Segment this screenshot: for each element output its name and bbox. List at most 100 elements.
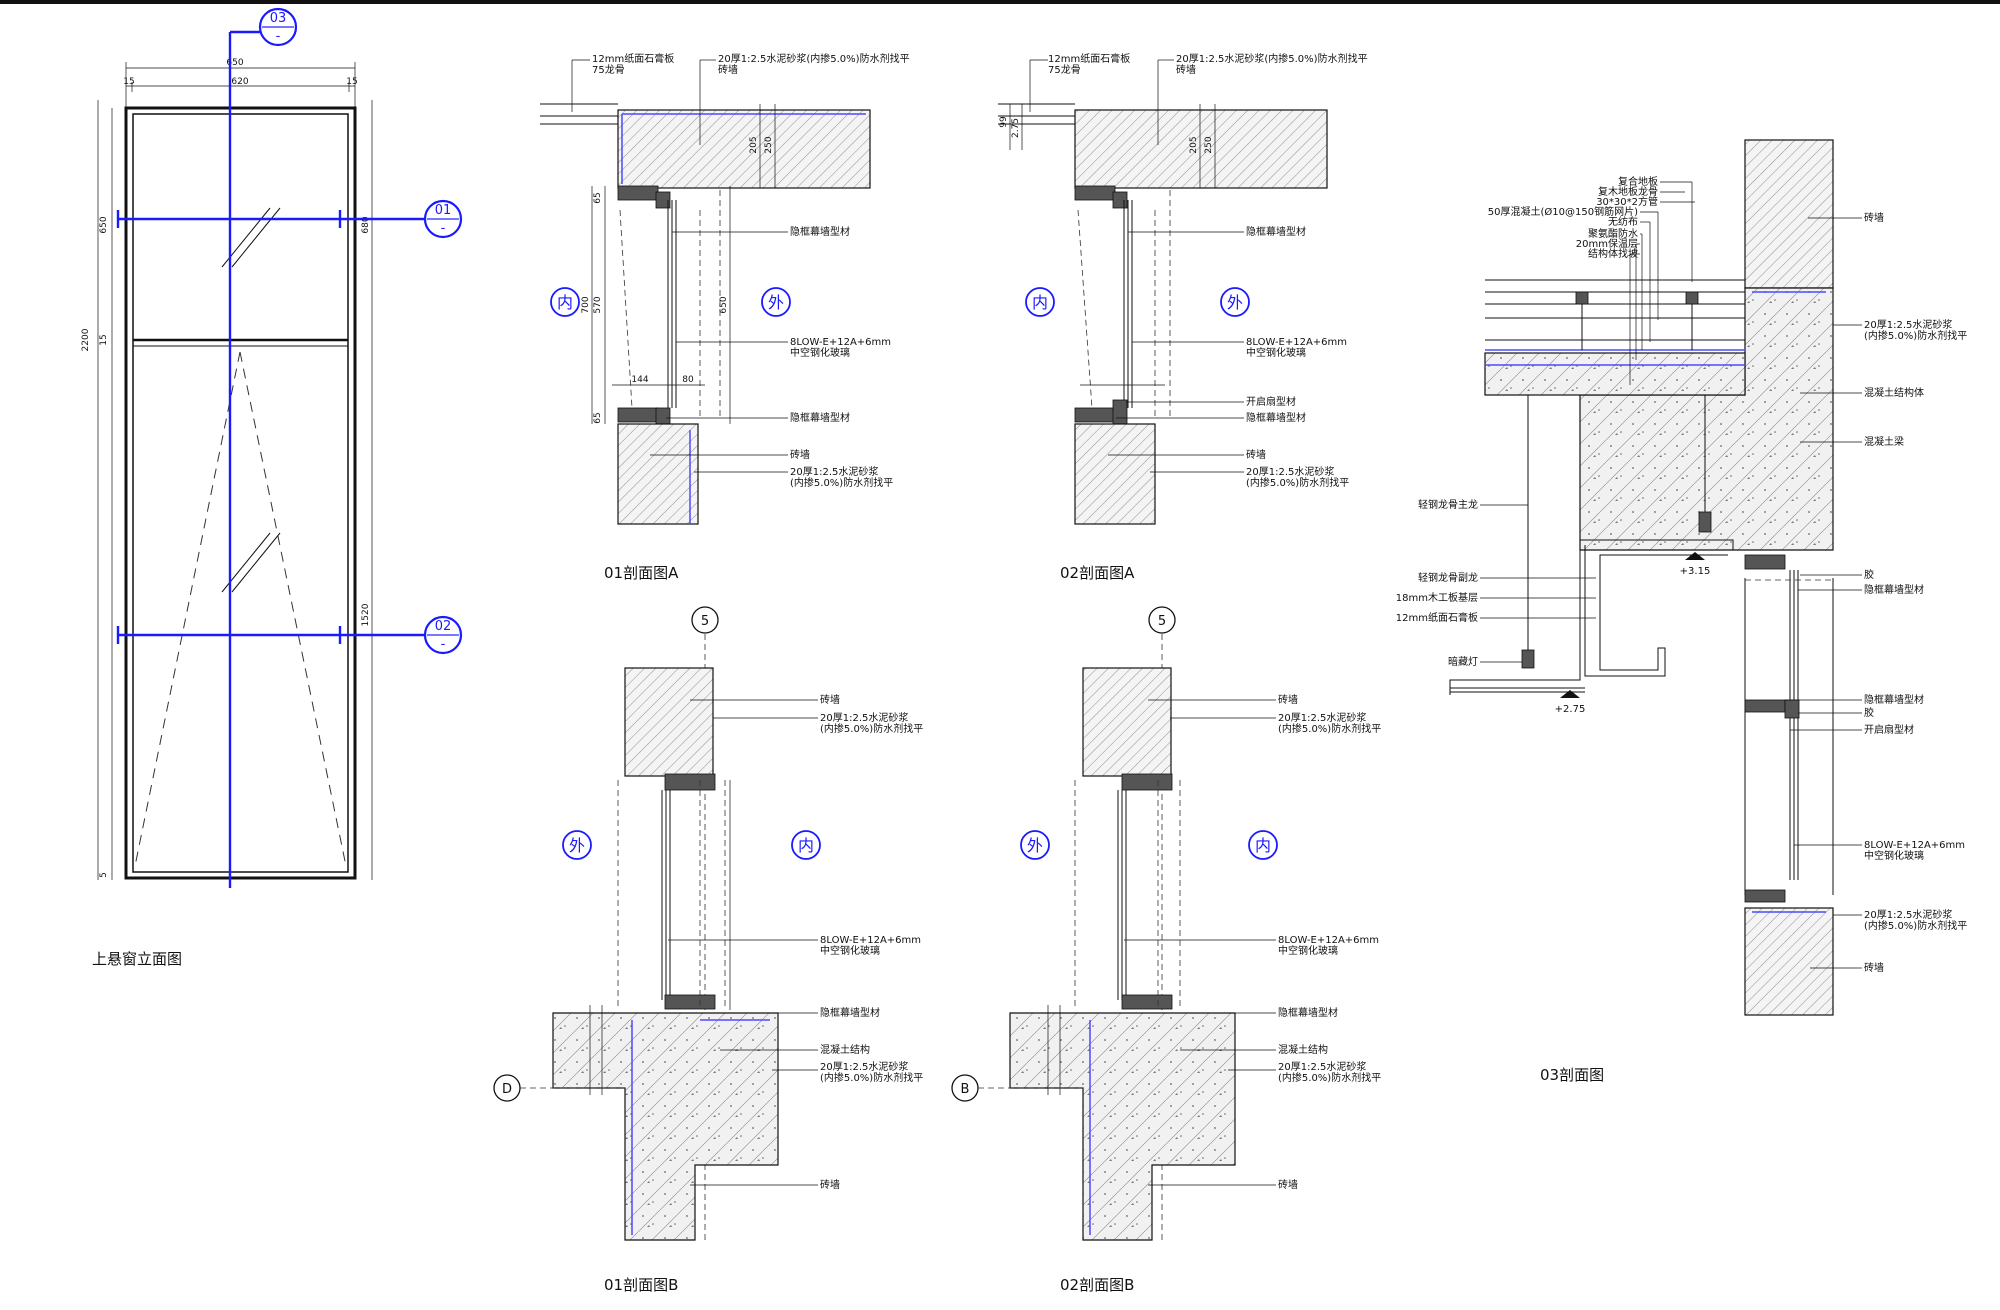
s03-label-glass: 8LOW-E+12A+6mm (1864, 840, 1965, 851)
s02a-dim-275: 2.75 (1011, 118, 1021, 138)
dim-1520: 1520 (361, 603, 371, 626)
s03-label-light: 暗藏灯 (1448, 655, 1478, 668)
s01a-top-wall (617, 109, 871, 189)
s02a-label-brick: 砖墙 (1246, 448, 1266, 461)
s03-title: 03剖面图 (1540, 1066, 1604, 1084)
s02a-label-open: 开启扇型材 (1246, 395, 1296, 408)
s01b-label-glass2: 中空钢化玻璃 (820, 944, 880, 957)
dim-620: 620 (231, 77, 248, 87)
s02b-label-mortar-b: 20厚1:2.5水泥砂浆 (1278, 1060, 1366, 1073)
s02b-label-brick: 砖墙 (1278, 1178, 1298, 1191)
s02a-label-board: 12mm纸面石膏板 (1048, 52, 1130, 65)
s02b-label-mortar: 20厚1:2.5水泥砂浆 (1278, 711, 1366, 724)
s03-label-open: 开启扇型材 (1864, 723, 1914, 736)
s01b-label-frame: 隐框幕墙型材 (820, 1006, 880, 1019)
s02b-label-conc: 混凝土结构 (1278, 1043, 1328, 1056)
marker-02-sub: - (441, 637, 446, 652)
section-03: +3.15 +2.75 复合地板 复木地板龙骨 30*30*2方管 50厚混凝土… (1396, 139, 1967, 1084)
s02b-label-glass: 8LOW-E+12A+6mm (1278, 935, 1379, 946)
s03-label-sub: 轻钢龙骨副龙 (1418, 571, 1478, 584)
marker-03-sub: - (276, 29, 281, 44)
opening-indicator (134, 351, 241, 867)
s02a-label-keel: 75龙骨 (1048, 63, 1081, 76)
s03-label-frame2: 隐框幕墙型材 (1864, 693, 1924, 706)
window-outer-frame (124, 106, 357, 880)
s03-top-wall (1744, 139, 1834, 289)
s01b-label-mortar-b2: (内掺5.0%)防水剂找平 (820, 1071, 923, 1084)
s02b-inner: 内 (1255, 836, 1271, 855)
s02b-label-mortar2: (内掺5.0%)防水剂找平 (1278, 722, 1381, 735)
section-01a: 205 250 65 700 570 650 144 80 65 12mm纸面石… (540, 52, 910, 582)
s01b-axis-d: D (502, 1082, 512, 1097)
s02a-label-glass: 8LOW-E+12A+6mm (1246, 337, 1347, 348)
s03-label-insul: 20mm保温层 (1576, 237, 1638, 250)
s03-label-conc: 混凝土梁 (1864, 435, 1904, 448)
s02b-label-brick-top: 砖墙 (1278, 693, 1298, 706)
s01a-dim-144: 144 (631, 375, 648, 385)
s01a-dim-65-top: 65 (593, 192, 603, 203)
s02a-bottom-wall (1074, 423, 1156, 525)
s03-label-slope: 结构体找坡 (1588, 247, 1638, 260)
s03-label-wood18: 18mm木工板基层 (1396, 591, 1478, 604)
dim-680-right: 680 (361, 216, 371, 233)
s03-label-frame1: 隐框幕墙型材 (1864, 583, 1924, 596)
s01b-outer: 外 (569, 836, 585, 855)
s01a-dim-80: 80 (682, 375, 694, 385)
section-01b: 5 D 砖墙 20厚1:2.5水泥砂浆 (内掺5.0%)防水剂找平 8LOW-E… (493, 606, 923, 1294)
dim-15-right: 15 (346, 77, 357, 87)
s01a-label-glass: 8LOW-E+12A+6mm (790, 337, 891, 348)
s03-label-pu: 聚氨酯防水 (1588, 227, 1638, 240)
s03-label-glue: 胶 (1864, 568, 1874, 581)
s02a-label-mortar2: (内掺5.0%)防水剂找平 (1246, 476, 1349, 489)
s01a-label-mortar: 20厚1:2.5水泥砂浆 (790, 465, 878, 478)
s03-floor-slab (1484, 352, 1746, 396)
s01b-title: 01剖面图B (604, 1276, 678, 1294)
s01a-label-glass2: 中空钢化玻璃 (790, 346, 850, 359)
s03-label-mortar-b2: (内掺5.0%)防水剂找平 (1864, 919, 1967, 932)
s02a-label-brick-top: 砖墙 (1176, 63, 1196, 76)
marker-02-label: 02 (435, 619, 452, 634)
s03-level-315: +3.15 (1680, 566, 1711, 577)
s02a-label-frame1: 隐框幕墙型材 (1246, 225, 1306, 238)
dim-650-top: 650 (226, 58, 243, 68)
s02a-dim-205: 205 (1189, 136, 1199, 153)
s01a-dim-250: 250 (764, 136, 774, 153)
s02a-label-mortar-top: 20厚1:2.5水泥砂浆(内掺5.0%)防水剂找平 (1176, 52, 1368, 65)
s01a-label-frame1: 隐框幕墙型材 (790, 225, 850, 238)
s01b-label-brick: 砖墙 (820, 1178, 840, 1191)
s03-label-glass2: 中空钢化玻璃 (1864, 849, 1924, 862)
s03-label-main: 轻钢龙骨主龙 (1418, 498, 1478, 511)
s03-label-screed: 50厚混凝土(Ø10@150钢筋网片) (1488, 205, 1638, 218)
s01b-top-wall (624, 667, 714, 777)
s02a-dim-250: 250 (1204, 136, 1214, 153)
s01a-label-brick-top: 砖墙 (718, 63, 738, 76)
s02b-concrete (1009, 1012, 1236, 1241)
s02a-title: 02剖面图A (1060, 564, 1135, 582)
s03-label-pipe: 30*30*2方管 (1596, 195, 1658, 208)
s01a-dim-570: 570 (593, 296, 603, 313)
marker-03-label: 03 (270, 11, 287, 26)
dim-15-left: 15 (123, 77, 134, 87)
s03-label-mortar2: (内掺5.0%)防水剂找平 (1864, 329, 1967, 342)
s01a-dim-700: 700 (581, 296, 591, 313)
s02a-label-frame2: 隐框幕墙型材 (1246, 411, 1306, 424)
window-elevation: 650 620 15 15 2200 650 15 5 680 1520 (81, 7, 463, 968)
dim-15-mid: 15 (99, 334, 109, 345)
s02a-outer: 外 (1227, 293, 1243, 312)
s01a-label-board: 12mm纸面石膏板 (592, 52, 674, 65)
s02a-dim-99: 99 (999, 116, 1009, 128)
s01a-label-frame2: 隐框幕墙型材 (790, 411, 850, 424)
s01b-label-conc: 混凝土结构 (820, 1043, 870, 1056)
s03-label-brick: 砖墙 (1864, 961, 1884, 974)
section-02a: 99 2.75 205 250 12mm纸面石膏板 75龙骨 20厚1:2.5水… (998, 52, 1368, 582)
s01b-label-glass: 8LOW-E+12A+6mm (820, 935, 921, 946)
s01b-concrete (552, 1012, 779, 1241)
s01a-label-keel: 75龙骨 (592, 63, 625, 76)
s01b-label-mortar2: (内掺5.0%)防水剂找平 (820, 722, 923, 735)
s03-concrete-beam (1579, 287, 1834, 551)
s01a-label-brick: 砖墙 (790, 448, 810, 461)
s03-bottom-wall (1744, 907, 1834, 1016)
s02a-label-glass2: 中空钢化玻璃 (1246, 346, 1306, 359)
s02b-label-frame: 隐框幕墙型材 (1278, 1006, 1338, 1019)
